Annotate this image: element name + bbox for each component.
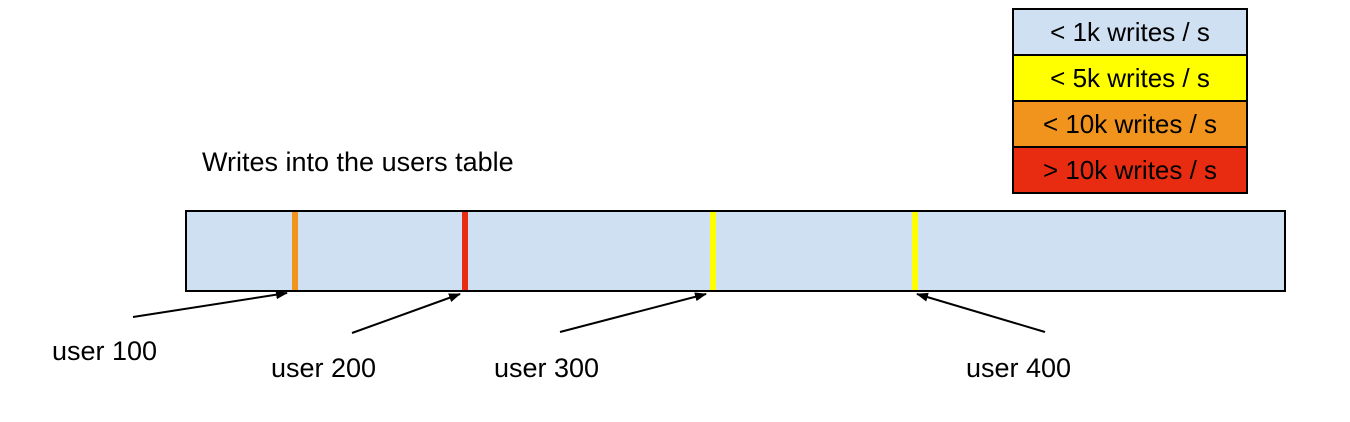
arrow-user-400: [916, 292, 1046, 333]
users-table-bar: [185, 210, 1286, 292]
label-user-400: user 400: [966, 353, 1072, 383]
label-user-300: user 300: [494, 353, 600, 383]
write-mark-user-300: [710, 212, 716, 290]
write-mark-user-200: [462, 212, 468, 290]
label-user-100: user 100: [52, 336, 158, 366]
legend-item-gt-10k: > 10k writes / s: [1012, 146, 1248, 194]
arrow-user-300: [559, 292, 707, 333]
legend: < 1k writes / s < 5k writes / s < 10k wr…: [1012, 8, 1248, 194]
arrow-user-200: [351, 293, 461, 334]
arrow-user-100: [132, 290, 288, 318]
legend-item-lt-1k: < 1k writes / s: [1012, 8, 1248, 56]
diagram-title: Writes into the users table: [202, 147, 514, 177]
write-mark-user-400: [912, 212, 918, 290]
write-mark-user-100: [292, 212, 298, 290]
legend-item-lt-10k: < 10k writes / s: [1012, 100, 1248, 148]
label-user-200: user 200: [271, 353, 377, 383]
legend-item-lt-5k: < 5k writes / s: [1012, 54, 1248, 102]
